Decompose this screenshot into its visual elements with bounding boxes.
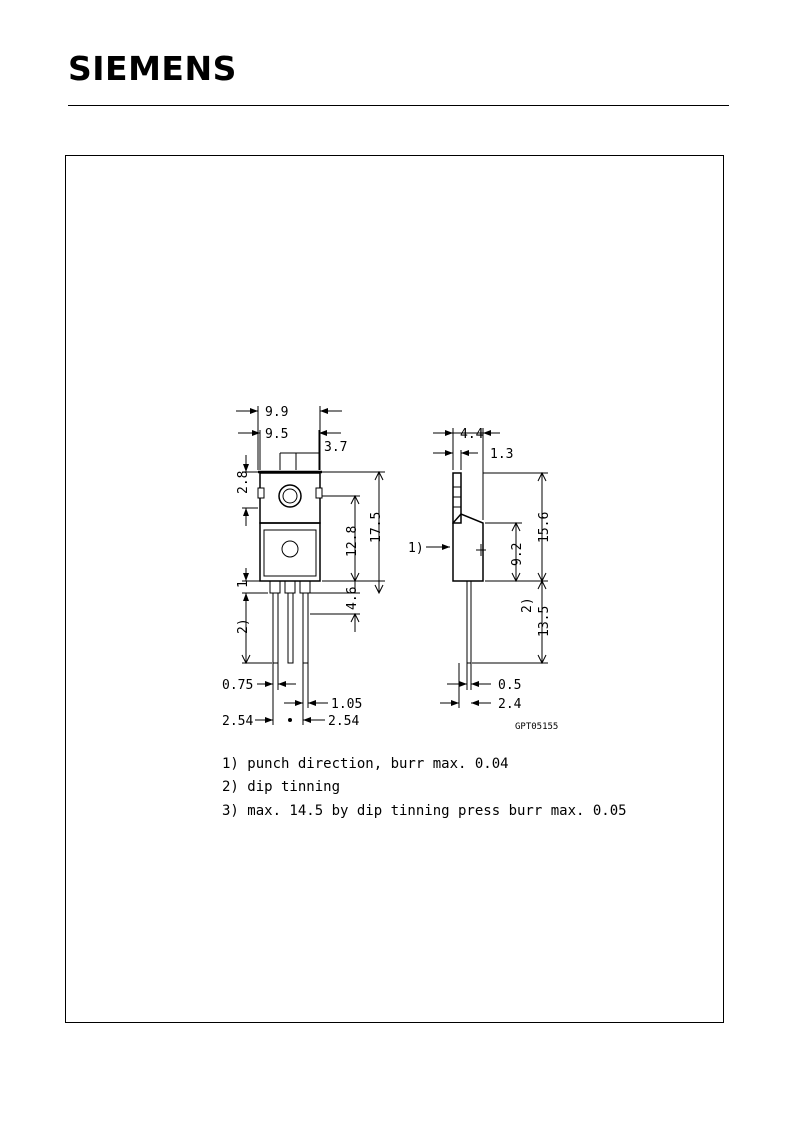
note-2: 2) dip tinning: [222, 779, 340, 795]
front-view-labels: 9.9 9.5 3.7 2.8 12.8 17.5 1 2) 4.6 0.75 …: [222, 405, 384, 729]
punch-marker-label: 1): [408, 541, 424, 556]
side-view: [426, 428, 548, 708]
front-ejector-mark: [281, 540, 299, 558]
dim-13-5: 13.5: [537, 606, 552, 637]
siemens-logo: SIEMENS: [68, 49, 237, 88]
pitch-center-dot: [288, 718, 292, 722]
dim-1: 1: [236, 580, 251, 588]
front-tab-outline: [259, 472, 321, 524]
drawing-frame: [65, 155, 724, 1023]
dim-3-7: 3.7: [324, 440, 347, 455]
dim-12-8: 12.8: [345, 526, 360, 557]
front-mounting-hole-inner: [282, 488, 298, 504]
front-tab-notch-right: [315, 487, 323, 499]
side-lead: [466, 580, 472, 664]
dim-2-4: 2.4: [498, 697, 522, 712]
header-rule: [68, 105, 729, 106]
front-lead-shoulder-left: [269, 580, 281, 594]
dim-lead-note-2: 2): [236, 618, 251, 634]
dim-17-5: 17.5: [369, 512, 384, 543]
dim-9-5: 9.5: [265, 427, 288, 442]
front-mounting-hole: [278, 484, 302, 508]
dim-1-05: 1.05: [331, 697, 362, 712]
dim-1-3: 1.3: [490, 447, 513, 462]
dim-4-4: 4.4: [460, 427, 484, 442]
dim-0-5: 0.5: [498, 678, 521, 693]
front-body-inner: [263, 529, 317, 577]
front-lead-left: [272, 592, 279, 664]
dim-2-54-left: 2.54: [222, 714, 253, 729]
side-tab-outline: [452, 472, 462, 524]
side-body-outline: [452, 513, 484, 582]
dim-9-9: 9.9: [265, 405, 288, 420]
front-lead-shoulder-center: [284, 580, 296, 594]
front-lead-shoulder-right: [299, 580, 311, 594]
front-tab-notch-left: [257, 487, 265, 499]
front-lead-right: [302, 592, 309, 664]
dim-9-2: 9.2: [510, 543, 525, 566]
dim-2-8: 2.8: [236, 471, 251, 494]
drawing-notes: 1) punch direction, burr max. 0.04 2) di…: [222, 756, 627, 819]
drawing-code: GPT05155: [515, 722, 558, 732]
front-lead-center: [287, 592, 294, 664]
note-1: 1) punch direction, burr max. 0.04: [222, 756, 509, 772]
side-view-labels: 4.4 1.3 15.6 9.2 2) 13.5 0.5 2.4 1): [408, 427, 552, 712]
note-3: 3) max. 14.5 by dip tinning press burr m…: [222, 803, 627, 819]
dim-15-6: 15.6: [537, 512, 552, 543]
dim-side-lead-note-2: 2): [520, 597, 535, 613]
dim-0-75: 0.75: [222, 678, 253, 693]
front-body-outline: [259, 522, 321, 582]
dim-2-54-right: 2.54: [328, 714, 359, 729]
front-view: [236, 406, 385, 725]
dim-4-6: 4.6: [345, 587, 360, 610]
